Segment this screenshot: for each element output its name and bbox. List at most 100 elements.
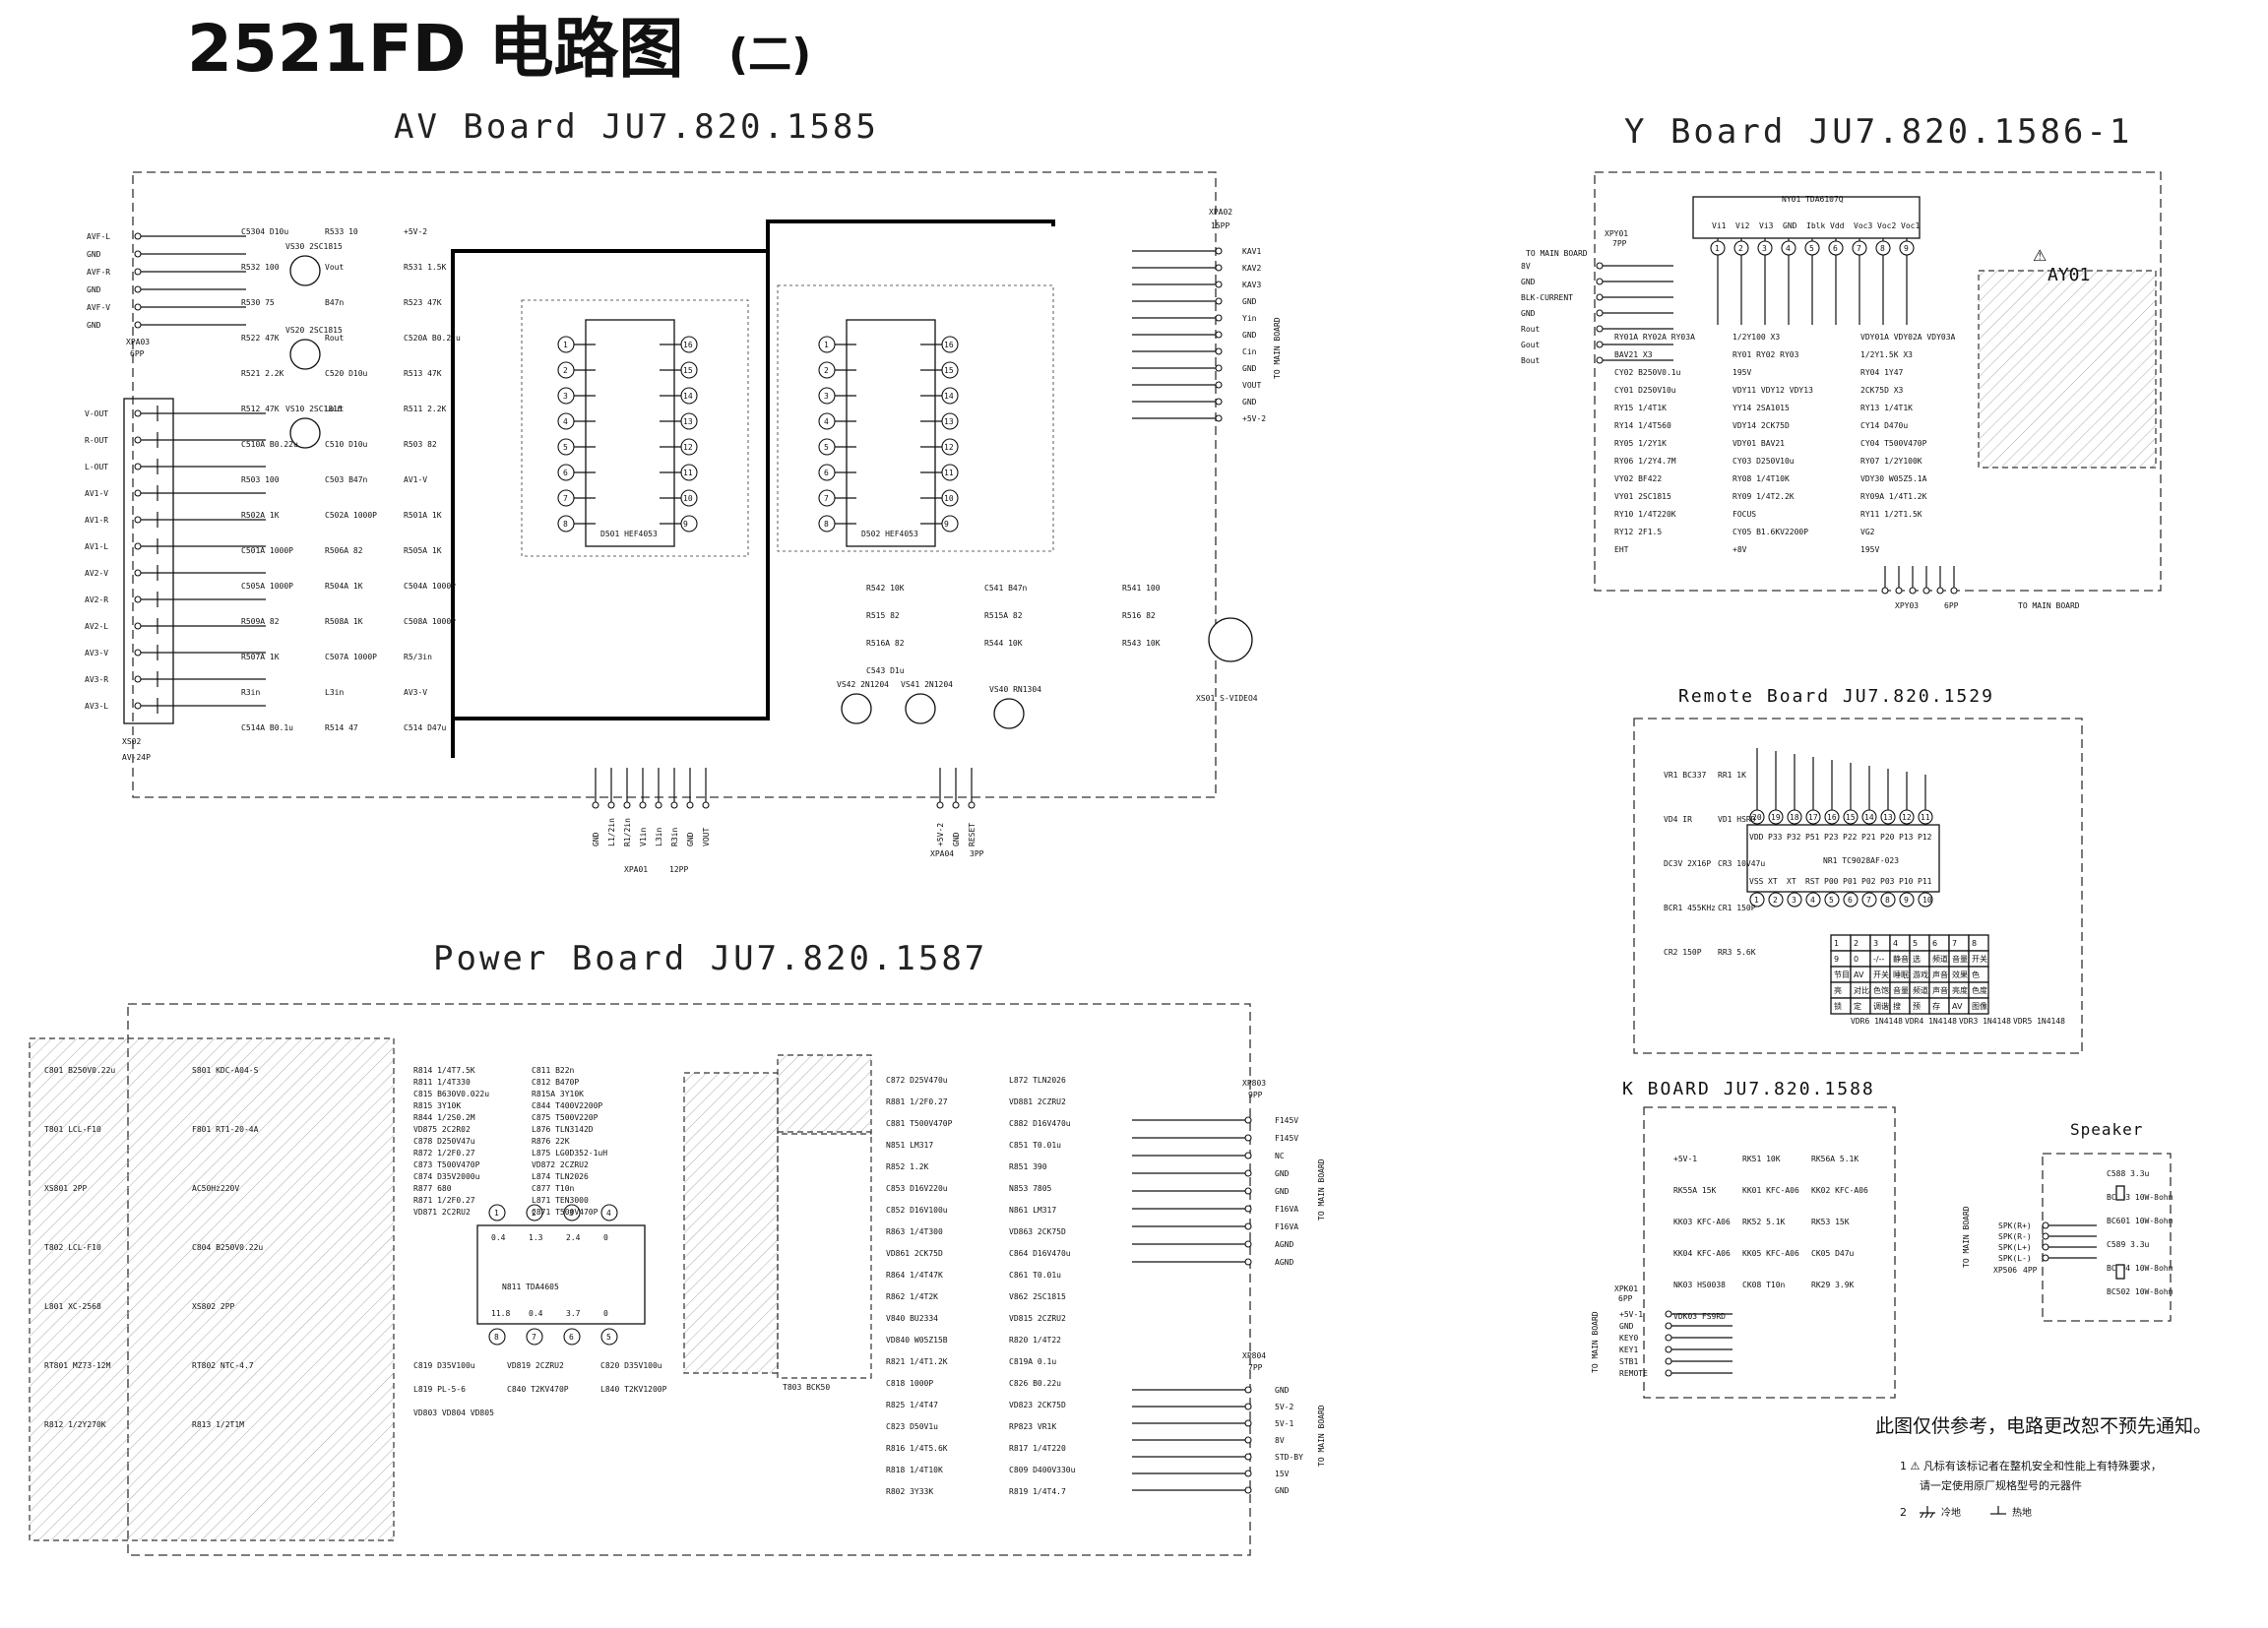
- ic-pin-number: 13: [683, 417, 693, 426]
- power-component-label: L874 TLN2026: [532, 1172, 589, 1181]
- av-jack-pin-dot: [134, 622, 142, 630]
- y-left-pin-label: Rout: [1521, 325, 1540, 334]
- av-component-label: C541 B47n: [984, 584, 1028, 593]
- av-bottom-pin-dot: [639, 801, 647, 809]
- y-bottom-pin-dot: [1936, 587, 1944, 595]
- av-bottom-pin-label: GND: [686, 832, 695, 846]
- av-component-label: R505A 1K: [404, 546, 442, 555]
- av-left-connector: XPA03 6PP: [126, 338, 150, 358]
- power-right-pin2-label: GND: [1275, 1386, 1290, 1395]
- keypad-key: AV: [1854, 971, 1864, 979]
- power-component-label: C864 D16V470u: [1009, 1249, 1071, 1258]
- power-ic-pin-circle: [526, 1204, 543, 1221]
- av-component-label: C501A 1000P: [241, 546, 293, 555]
- y-component-label: RY10 1/4T220K: [1614, 510, 1676, 519]
- power-right-pin2-dot: [1244, 1419, 1252, 1427]
- power-component-label: VD803 VD804 VD805: [413, 1409, 494, 1417]
- ic-pin-number: 2: [824, 366, 829, 375]
- av-bottom-pin-label: VOUT: [702, 828, 711, 846]
- power-right-pin2-dot: [1244, 1436, 1252, 1444]
- y-component-label: RY04 1Y47: [1860, 368, 1904, 377]
- keypad-key: 搜: [1893, 1001, 1901, 1011]
- av-component-label: R507A 1K: [241, 653, 280, 661]
- k-component-label: KK01 KFC-A06: [1742, 1186, 1799, 1195]
- remote-component-label: VR1 BC337: [1664, 771, 1707, 780]
- k-side-note: TO MAIN BOARD: [1591, 1311, 1600, 1373]
- power-right-pin2-label: 5V-2: [1275, 1403, 1293, 1411]
- keypad-key: 存: [1932, 1001, 1940, 1011]
- power-component-label: N853 7805: [1009, 1184, 1052, 1193]
- remote-ic-pin-name: XT: [1768, 877, 1778, 886]
- power-right-pin-dot: [1244, 1116, 1252, 1124]
- av-bottom-pin-dot: [623, 801, 631, 809]
- ic-nr1-label: NR1 TC9028AF-023: [1823, 856, 1899, 865]
- power-right-pin-label: AGND: [1275, 1258, 1293, 1267]
- remote-ic-pin-circle: [1768, 892, 1784, 908]
- y-ic-pin-number: 8: [1880, 244, 1885, 253]
- av-component-label: C507A 1000P: [325, 653, 377, 661]
- ic-pin-number: 1: [563, 341, 568, 349]
- av-component-label: R512 47K: [241, 405, 280, 413]
- y-bottom-pin-list: [1881, 566, 1958, 595]
- ic-pin-number: 5: [824, 443, 829, 452]
- y-ic-pin-number: 1: [1715, 244, 1720, 253]
- power-component-label: R863 1/4T300: [886, 1227, 943, 1236]
- power-right-pin-label: GND: [1275, 1169, 1290, 1178]
- power-to-main-board-2: TO MAIN BOARD: [1317, 1405, 1326, 1467]
- av-right-pin-dot: [1215, 398, 1223, 406]
- keypad-key: 频道: [1932, 954, 1948, 964]
- power-component-label: R814 1/4T7.5K: [413, 1066, 475, 1075]
- keypad-key: 9: [1834, 955, 1839, 964]
- av-right-pin-label: KAV1: [1242, 247, 1261, 256]
- power-right-connector2-spec: 7PP: [1248, 1363, 1263, 1372]
- y-bottom-pin-dot: [1922, 587, 1930, 595]
- power-component-label: C878 D250V47u: [413, 1137, 475, 1146]
- av-jack-pin-list: V-OUTR-OUTL-OUTAV1-VAV1-RAV1-LAV2-VAV2-R…: [85, 406, 266, 714]
- speaker-icon: [2115, 1264, 2125, 1280]
- y-component-label: CY03 D250V10u: [1732, 457, 1795, 466]
- speaker-component-label: BC601 10W-8ohm: [2107, 1217, 2174, 1225]
- av-jack-pin-dot: [134, 649, 142, 657]
- av-component-label: R531 1.5K: [404, 263, 447, 272]
- power-component-label: VD872 2CZRU2: [532, 1160, 589, 1169]
- remote-ic-pin-number: 11: [1921, 813, 1930, 822]
- ic-pin-number: 4: [563, 417, 568, 426]
- av-component-label: R544 10K: [984, 639, 1023, 648]
- y-left-pin-label: GND: [1521, 309, 1536, 318]
- remote-component-label: DC3V 2X16P: [1664, 859, 1711, 868]
- y-component-label: RY05 1/2Y1K: [1614, 439, 1667, 448]
- remote-ic-pin-circle: [1843, 892, 1858, 908]
- av-bottom-pin2-label: +5V-2: [936, 823, 945, 846]
- power-right-pin-dot: [1244, 1258, 1252, 1266]
- ic-pin-number: 3: [824, 392, 829, 401]
- y-ic-pin-name: Voc2: [1877, 221, 1896, 230]
- power-right-pin-label: F145V: [1275, 1134, 1298, 1143]
- remote-ic-pin-name: P20: [1880, 833, 1895, 842]
- power-component-label: R802 3Y33K: [886, 1487, 933, 1496]
- keypad-key: 选: [1913, 954, 1921, 964]
- k-pin-dot: [1665, 1369, 1672, 1377]
- y-left-note: TO MAIN BOARD: [1526, 249, 1588, 258]
- av-bottom-connector-name: XPA01: [624, 865, 648, 874]
- av-jack-pin-label: AV3-V: [85, 649, 108, 657]
- power-component-label: C820 D35V100u: [600, 1361, 662, 1370]
- av-component-label: R511 2.2K: [404, 405, 447, 413]
- power-ic-pin-circle: [488, 1328, 506, 1346]
- power-component-label: R811 1/4T330: [413, 1078, 471, 1087]
- ic-d502-area: [777, 284, 1054, 552]
- av-component-label: C502A 1000P: [325, 511, 377, 520]
- k-pin-label: GND: [1619, 1322, 1634, 1331]
- remote-ic-pin-name: P22: [1843, 833, 1858, 842]
- crt-socket-label: AY01: [2048, 265, 2090, 285]
- k-pin-label: +5V-1: [1619, 1310, 1643, 1319]
- k-board-title: K BOARD JU7.820.1588: [1622, 1079, 1875, 1099]
- av-component-label: Vout: [325, 263, 344, 272]
- av-right-pin-label: VOUT: [1242, 381, 1261, 390]
- power-ic-pin-number: 6: [569, 1333, 574, 1342]
- keypad-key: 0: [1854, 955, 1858, 964]
- remote-ic-pin-number: 12: [1902, 813, 1912, 822]
- y-left-pin-label: Gout: [1521, 341, 1540, 349]
- power-component-label: C882 D16V470u: [1009, 1119, 1071, 1128]
- y-ic-pin-number: 3: [1762, 244, 1767, 253]
